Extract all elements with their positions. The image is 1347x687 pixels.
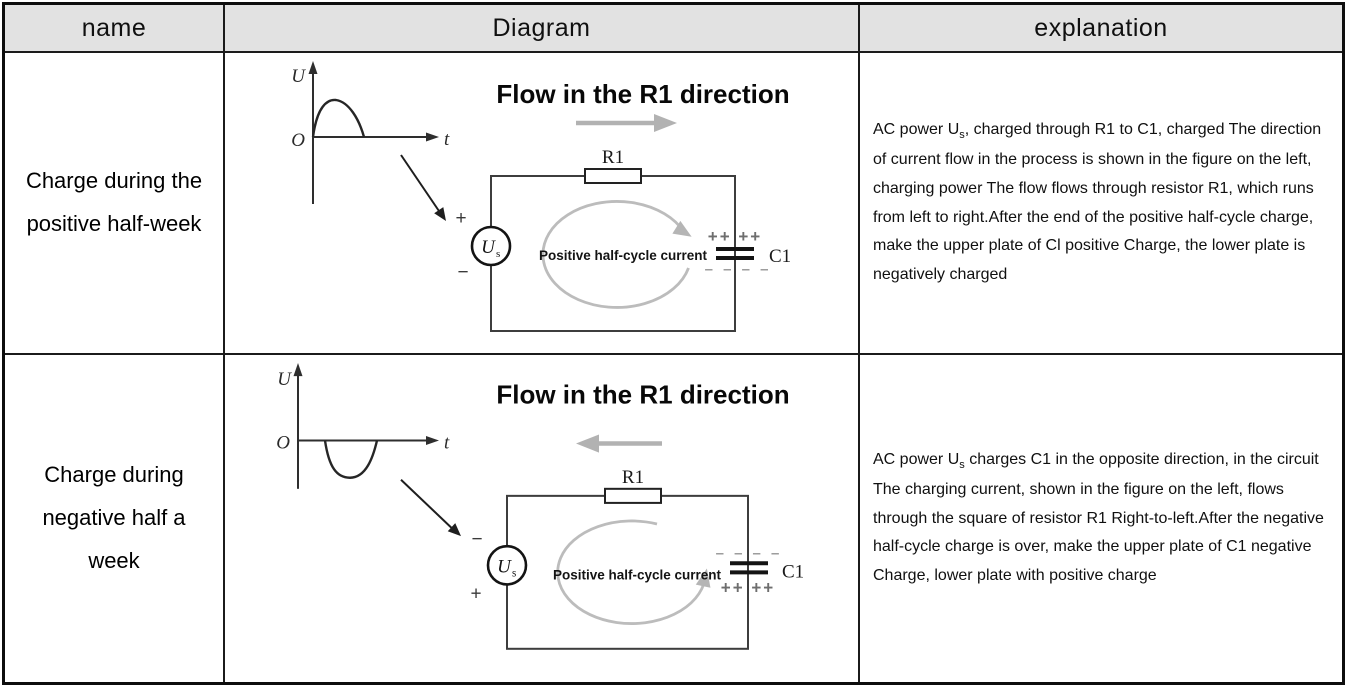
diagram-positive-half-cycle: U O t Flow in the R1 direction R1 U s — [291, 61, 791, 332]
source-bottom-sign: − — [457, 262, 468, 283]
axis-arrow-right-icon — [426, 132, 439, 142]
capacitor-top-charges: – – – – — [716, 545, 783, 562]
explanation-subscript: s — [959, 129, 965, 142]
name-line: negative half a — [42, 505, 186, 531]
capacitor-bottom-charges: – – – – — [705, 261, 772, 278]
explanation-text: charges C1 in the opposite direction, in… — [873, 451, 1324, 585]
source-top-sign: + — [455, 208, 466, 229]
origin-label: O — [291, 130, 305, 151]
row-negative-diagram: U O t Flow in the R1 direction R1 U s — [225, 355, 860, 682]
explanation-text: AC power U — [873, 121, 960, 139]
x-axis-label: t — [444, 433, 450, 454]
header-diagram: Diagram — [225, 5, 860, 53]
circuit-loop: R1 U s − + – – – – ++ ++ C1 Positive hal… — [470, 467, 804, 650]
name-line: Charge during — [44, 462, 184, 488]
resistor-label: R1 — [622, 467, 644, 488]
current-loop-label: Positive half-cycle current — [553, 567, 721, 582]
source-label: U — [497, 556, 512, 577]
row-negative-name: Charge during negative half a week — [5, 355, 225, 682]
axis-arrow-right-icon — [426, 435, 439, 446]
axis-arrow-up-icon — [308, 61, 318, 74]
explanation-paragraph: AC power Us charges C1 in the opposite d… — [873, 446, 1330, 591]
capacitor-bottom-charges: ++ ++ — [721, 578, 775, 597]
source-subscript: s — [512, 567, 516, 579]
current-loop-label: Positive half-cycle current — [539, 248, 708, 263]
current-loop-arrow — [556, 519, 711, 625]
explanation-subscript: s — [959, 459, 965, 471]
pointer-arrow-icon — [400, 154, 446, 221]
header-explanation-label: explanation — [1034, 13, 1168, 42]
capacitor-label: C1 — [782, 561, 804, 582]
header-diagram-label: Diagram — [492, 13, 591, 42]
capacitor-symbol — [716, 247, 754, 260]
source-subscript: s — [496, 248, 500, 260]
flow-arrow-right-icon — [576, 114, 677, 132]
resistor-symbol — [604, 487, 662, 504]
negative-half-sine — [323, 440, 379, 479]
voltage-source-symbol — [486, 544, 528, 586]
capacitor-top-charges: ++ ++ — [708, 227, 762, 246]
capacitor-label: C1 — [769, 246, 791, 267]
header-name: name — [5, 5, 225, 53]
diagram-title: Flow in the R1 direction — [496, 79, 789, 109]
current-loop-arrow — [541, 200, 692, 309]
resistor-symbol — [584, 168, 642, 184]
circuit-loop: R1 U s + − ++ ++ – – – – C1 Positive hal… — [455, 147, 791, 332]
capacitor-symbol — [730, 561, 768, 575]
resistor-label: R1 — [602, 147, 624, 168]
name-line: positive half-week — [26, 211, 202, 236]
explanation-text: , charged through R1 to C1, charged The … — [873, 121, 1322, 284]
origin-label: O — [276, 433, 290, 454]
diagram-title: Flow in the R1 direction — [496, 379, 789, 409]
row-positive-name: Charge during the positive half-week — [5, 53, 225, 355]
row-negative-explanation: AC power Us charges C1 in the opposite d… — [860, 355, 1342, 682]
row-positive-diagram: U O t Flow in the R1 direction R1 U s — [225, 53, 860, 355]
voltage-source-symbol — [470, 225, 512, 267]
header-name-label: name — [81, 13, 147, 42]
explanation-text: AC power U — [873, 451, 960, 468]
pointer-arrow-icon — [400, 479, 461, 537]
positive-half-sine — [311, 98, 366, 138]
name-line: week — [88, 547, 140, 573]
y-axis-label: U — [277, 369, 292, 390]
waveform-graph: U O t — [291, 61, 450, 204]
source-top-sign: − — [471, 529, 482, 550]
x-axis-label: t — [444, 129, 450, 150]
flow-arrow-left-icon — [576, 434, 662, 453]
explanation-paragraph: AC power Us, charged through R1 to C1, c… — [873, 116, 1330, 290]
axis-arrow-up-icon — [293, 363, 303, 377]
header-explanation: explanation — [860, 5, 1342, 53]
diagram-negative-half-cycle: U O t Flow in the R1 direction R1 U s — [276, 363, 804, 650]
waveform-graph: U O t — [276, 363, 450, 489]
y-axis-label: U — [291, 66, 306, 87]
row-positive-explanation: AC power Us, charged through R1 to C1, c… — [860, 53, 1342, 355]
source-label: U — [481, 237, 496, 258]
name-line: Charge during the — [25, 168, 203, 194]
source-bottom-sign: + — [470, 583, 481, 604]
